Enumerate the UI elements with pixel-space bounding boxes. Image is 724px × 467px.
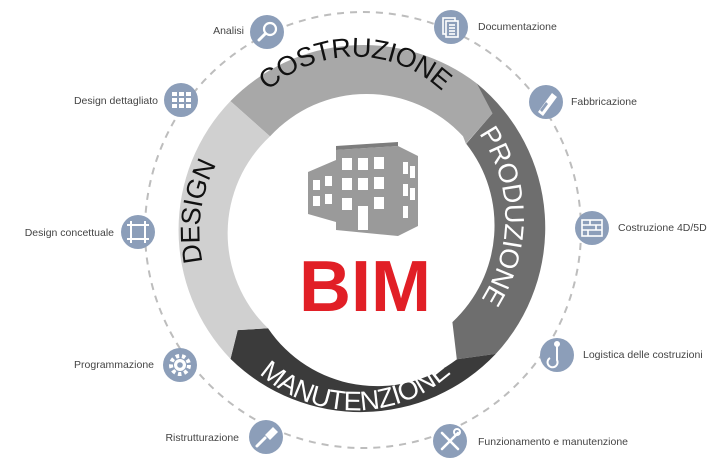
node-costruzione-4d5d xyxy=(575,211,609,245)
bim-title: BIM xyxy=(299,247,431,327)
node-circle-design-concettuale xyxy=(121,215,155,249)
phase-arrow-costruzione xyxy=(230,45,493,144)
grid-icon xyxy=(172,92,191,108)
phase-arrow-manutenzione xyxy=(230,328,496,413)
node-funzionamento xyxy=(433,424,467,458)
bricks-icon xyxy=(581,219,603,237)
saw-icon xyxy=(538,93,557,116)
label-documentazione: Documentazione xyxy=(478,21,557,33)
node-ristrutturazione xyxy=(249,420,283,454)
label-funzionamento: Funzionamento e manutenzione xyxy=(478,436,629,448)
paintbrush-icon xyxy=(255,427,278,448)
frame-icon xyxy=(127,221,149,243)
label-programmazione: Programmazione xyxy=(74,359,154,371)
label-costruzione-4d5d: Costruzione 4D/5D xyxy=(618,222,707,234)
building-icon xyxy=(308,142,418,236)
node-design-concettuale xyxy=(121,215,155,249)
gear-icon xyxy=(169,354,191,376)
node-circle-analisi xyxy=(250,15,284,49)
magnifier-icon xyxy=(257,21,278,42)
label-design-concettuale: Design concettuale xyxy=(24,227,114,239)
crane-hook-icon xyxy=(546,341,560,369)
label-logistica: Logistica delle costruzioni xyxy=(583,349,703,361)
node-design-dettagliato xyxy=(164,83,198,117)
tools-icon xyxy=(440,428,461,451)
phase-arrow-produzione xyxy=(452,83,546,360)
node-logistica xyxy=(540,338,574,372)
node-programmazione xyxy=(163,348,197,382)
node-circle-costruzione-4d5d xyxy=(575,211,609,245)
node-documentazione xyxy=(434,10,468,44)
label-design-dettagliato: Design dettagliato xyxy=(73,95,158,107)
phase-arrow-design xyxy=(178,101,270,359)
node-analisi xyxy=(250,15,284,49)
label-fabbricazione: Fabbricazione xyxy=(571,96,637,108)
label-analisi: Analisi xyxy=(213,25,244,37)
node-fabbricazione xyxy=(529,85,563,119)
label-ristrutturazione: Ristrutturazione xyxy=(165,432,239,444)
document-icon xyxy=(442,17,459,38)
